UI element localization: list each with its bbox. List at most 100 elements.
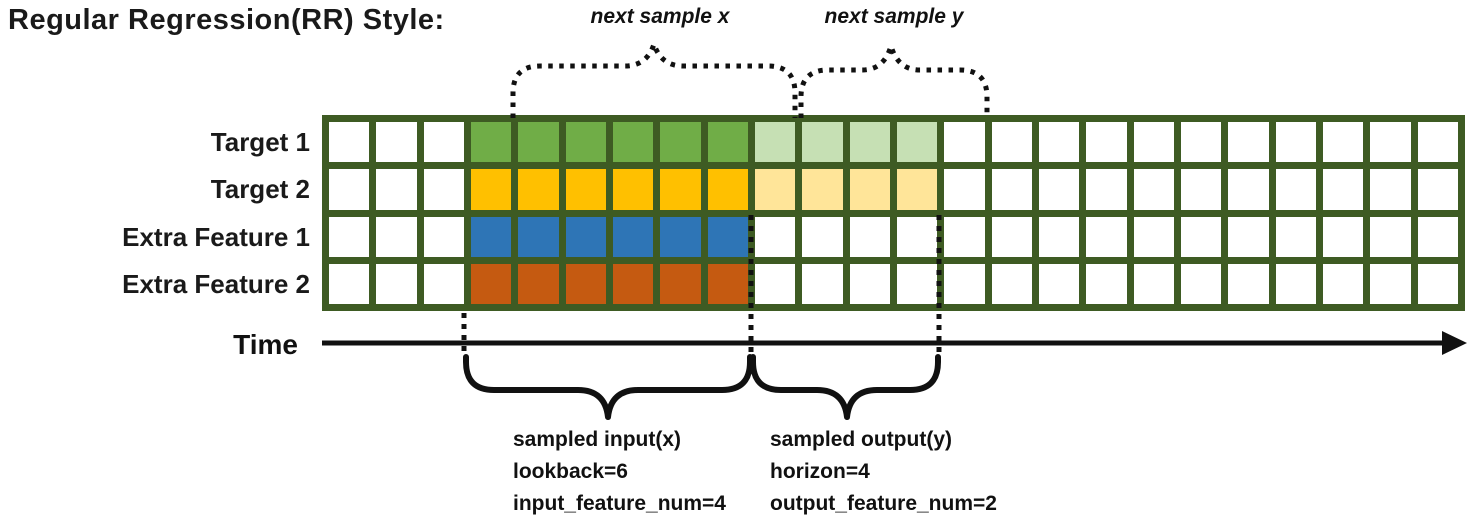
grid-cell [1322,169,1364,210]
grid-cell [1275,263,1316,304]
grid-cell [802,169,843,210]
grid-cell [1086,169,1127,210]
grid-cell [754,216,796,257]
grid-cell [1322,263,1364,304]
grid-cell [1133,216,1174,257]
grid-cell [518,216,559,257]
grid-cell [1038,216,1080,257]
grid-cell [1038,169,1080,210]
next-sample-x-brace [510,35,798,118]
grid-cell [1228,122,1269,163]
grid-cell [944,169,985,210]
grid-cell [1228,263,1269,304]
grid-cell [660,122,701,163]
grid-cell [423,263,464,304]
grid-cell [1086,216,1127,257]
sampled-input-title: sampled input(x) [513,428,682,451]
grid-cell [660,216,701,257]
row-label-extra-feature-1: Extra Feature 1 [122,221,310,252]
grid-cell [1133,263,1174,304]
sampled-input-brace [463,354,753,420]
grid-cell [470,122,512,163]
grid-cell [849,216,890,257]
sampled-output-annotation: sampled output(y) horizon=4 output_featu… [770,424,997,516]
grid-cell [1275,122,1316,163]
grid-cell [1370,216,1411,257]
grid-cell [1370,169,1411,210]
grid-cell [944,216,985,257]
grid-cell [754,263,796,304]
grid-cell [1370,263,1411,304]
grid-cell [329,169,370,210]
row-label-target-2: Target 2 [210,174,310,204]
input-feature-num: input_feature_num=4 [513,492,726,515]
grid-cell [991,263,1032,304]
grid-cell [660,169,701,210]
grid-cell [1417,122,1458,163]
grid-cell [1275,216,1316,257]
grid-cell [376,122,417,163]
grid-cell [1086,263,1127,304]
sampled-input-annotation: sampled input(x) lookback=6 input_featur… [513,424,726,516]
grid-cell [329,263,370,304]
grid-cell [518,169,559,210]
grid-cell [849,263,890,304]
grid-cell [754,169,796,210]
grid-cell [565,169,606,210]
grid-cell [518,263,559,304]
grid-cell [470,169,512,210]
horizon-value: horizon=4 [770,460,870,483]
grid-cell [1086,122,1127,163]
grid-cell [754,122,796,163]
sample-grid [322,115,1465,311]
grid-cell [1180,122,1222,163]
next-sample-x-label: next sample x [590,5,730,28]
grid-cell [376,263,417,304]
grid-cell [944,263,985,304]
grid-cell [423,122,464,163]
sampled-output-title: sampled output(y) [770,428,952,451]
grid-cell [896,216,938,257]
grid-cell [612,263,654,304]
grid-cell [612,216,654,257]
grid-cell [1038,122,1080,163]
grid-cell [802,122,843,163]
grid-cell [991,169,1032,210]
grid-cell [707,263,748,304]
next-sample-y-label: next sample y [824,5,964,28]
grid-cell [423,216,464,257]
grid-cell [565,263,606,304]
grid-cell [991,216,1032,257]
grid-cell [991,122,1032,163]
grid-cell [565,122,606,163]
grid-cell [707,169,748,210]
grid-cell [707,122,748,163]
grid-cell [565,216,606,257]
grid-cell [896,122,938,163]
grid-cell [707,216,748,257]
grid-cell [1038,263,1080,304]
grid-cell [896,263,938,304]
row-label-target-1: Target 1 [210,127,310,157]
grid-cell [944,122,985,163]
grid-cell [376,169,417,210]
grid-cell [849,169,890,210]
output-feature-num: output_feature_num=2 [770,492,997,515]
lookback-value: lookback=6 [513,460,628,483]
grid-cell [1180,263,1222,304]
grid-cell [329,216,370,257]
grid-cell [660,263,701,304]
grid-cell [802,216,843,257]
grid-cell [1180,169,1222,210]
grid-cell [1133,122,1174,163]
sampled-output-brace [750,354,941,420]
grid-cell [329,122,370,163]
grid-cell [1322,122,1364,163]
grid-cell [849,122,890,163]
grid-cell [1133,169,1174,210]
grid-cell [1180,216,1222,257]
grid-cell [1417,169,1458,210]
grid-cell [470,216,512,257]
grid-cell [1228,169,1269,210]
